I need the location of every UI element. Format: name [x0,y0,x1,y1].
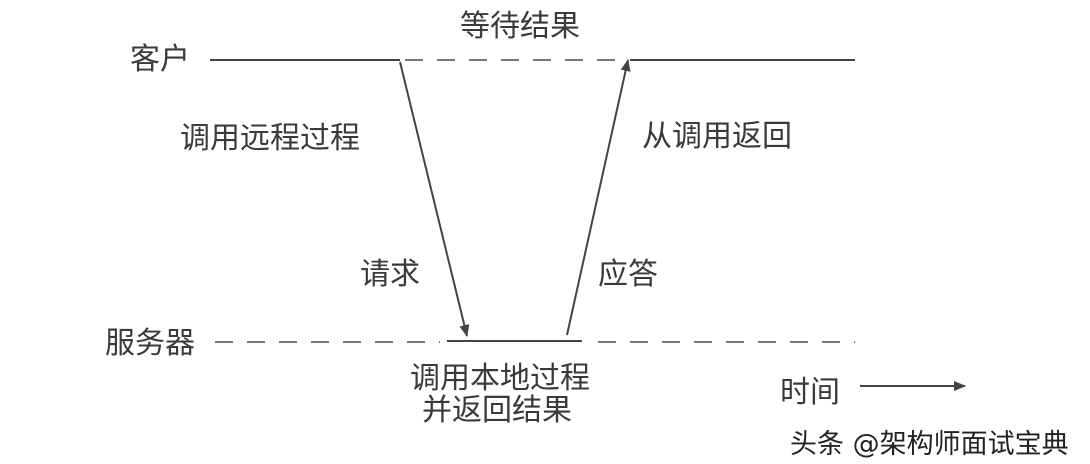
server-label: 服务器 [105,326,195,361]
local-call-label-line2: 并返回结果 [422,393,572,428]
wait-result-label: 等待结果 [460,9,580,44]
local-call-label-line1: 调用本地过程 [410,361,590,396]
response-arrow [566,59,631,336]
return-from-call-label: 从调用返回 [642,119,792,154]
watermark: 头条 @架构师面试宝典 [790,429,1069,460]
request-arrow [399,61,470,337]
client-label: 客户 [130,42,190,77]
request-label: 请求 [360,257,420,292]
response-label: 应答 [598,257,658,292]
time-label: 时间 [780,375,840,410]
call-remote-label: 调用远程过程 [180,121,360,156]
